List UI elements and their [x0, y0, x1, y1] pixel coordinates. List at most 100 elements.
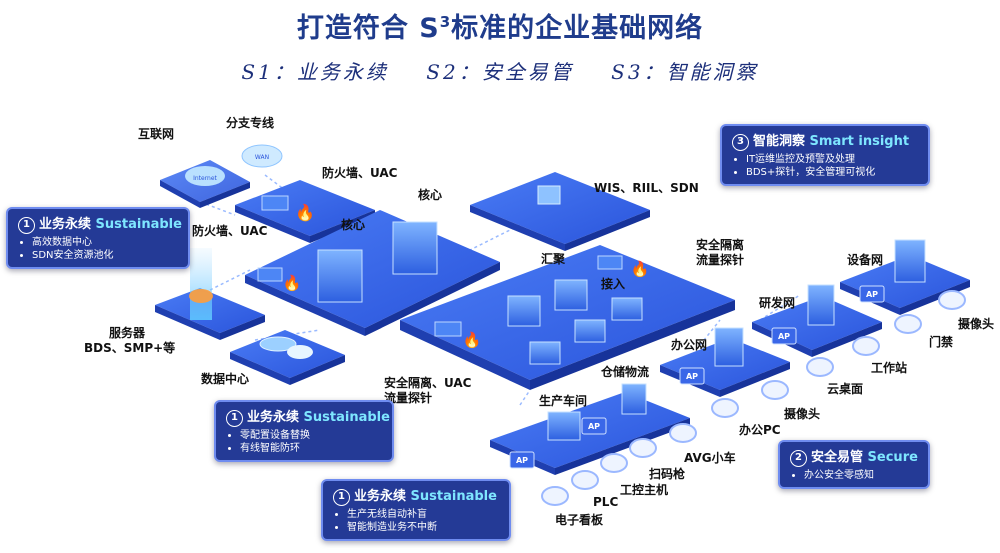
- page-title: 打造符合 S3标准的企业基础网络: [0, 6, 1000, 45]
- ap-tag: AP: [778, 332, 790, 341]
- label-datacenter: 数据中心: [201, 372, 250, 386]
- label-firewall-left: 防火墙、UAC: [192, 224, 268, 238]
- internet-tag: Internet: [193, 175, 217, 182]
- label-device-net: 设备网: [847, 253, 884, 267]
- callout-number: 1: [18, 217, 35, 234]
- management-platform: [470, 172, 650, 251]
- device-building-icon: [894, 239, 926, 283]
- management-server-icon: [537, 185, 561, 205]
- ap-markers: [509, 285, 885, 469]
- endpoint-disks: [541, 290, 966, 506]
- callout-heading: 1 业务永续 Sustainable: [226, 406, 390, 427]
- label-board: 电子看板: [555, 513, 604, 527]
- aggregation-switch-icon: [507, 295, 541, 327]
- callout-title-cn: 安全易管: [811, 450, 864, 465]
- label-core-2: 核心: [418, 188, 443, 202]
- aggregation-platform: 🔥 🔥: [400, 245, 735, 390]
- label-isolation-mid-2: 流量探针: [384, 391, 433, 405]
- server-icon: [189, 289, 213, 303]
- cloud-icon: [287, 345, 313, 359]
- label-camera-2: 摄像头: [784, 407, 821, 421]
- callout-title-cn: 业务永续: [354, 489, 407, 504]
- internet-cloud-icon: [185, 166, 225, 186]
- callout-title-en: Smart insight: [809, 134, 910, 149]
- server-beam: [190, 248, 212, 320]
- label-office-pc: 办公PC: [739, 423, 781, 437]
- label-isolation-mid-1: 安全隔离、UAC: [384, 376, 472, 390]
- fire-icon: 🔥: [463, 331, 482, 349]
- label-plc: PLC: [593, 495, 619, 509]
- callout-item: 高效数据中心: [32, 236, 178, 249]
- access-switch-icon: [574, 319, 606, 343]
- callout-item: 零配置设备替换: [240, 429, 382, 442]
- label-server-2: BDS、SMP+等: [84, 341, 176, 355]
- label-core-1: 核心: [341, 218, 366, 232]
- callout-number: 2: [790, 450, 807, 467]
- datacenter-platform: [230, 330, 345, 385]
- ap-tag: AP: [866, 290, 878, 299]
- fire-icon: 🔥: [283, 274, 302, 292]
- rnd-building-icon: [807, 284, 835, 326]
- label-warehouse: 仓储物流: [601, 365, 650, 379]
- label-workstation: 工作站: [871, 361, 908, 375]
- label-firewall-top: 防火墙、UAC: [322, 166, 398, 180]
- core-switch-icon: [317, 249, 363, 303]
- server-platform: [155, 248, 265, 340]
- callout-title-cn: 业务永续: [39, 217, 92, 232]
- label-internet: 互联网: [138, 127, 175, 141]
- aggregation-switch-icon: [554, 279, 588, 311]
- database-icon: [259, 336, 297, 352]
- title-superscript: 3: [439, 13, 452, 31]
- title-main: 打造符合 S: [296, 13, 440, 44]
- core-switch-icon: [392, 221, 438, 275]
- access-switch-icon: [611, 297, 643, 321]
- callout-number: 3: [732, 134, 749, 151]
- workshop-building-icon: [547, 411, 581, 441]
- callout-title-cn: 业务永续: [247, 410, 300, 425]
- internet-platform: [160, 160, 250, 208]
- page-subtitle: S1：业务永续 S2：安全易管 S3：智能洞察: [241, 60, 759, 84]
- label-rnd-net: 研发网: [759, 296, 796, 310]
- office-building-icon: [714, 327, 744, 367]
- label-isolation-top-1: 安全隔离: [696, 238, 745, 252]
- label-agv: AVG小车: [684, 451, 736, 465]
- callout-title-en: Sustainable: [303, 410, 390, 425]
- callout-number: 1: [226, 410, 243, 427]
- label-office-net: 办公网: [671, 338, 708, 352]
- callout-item: IT运维监控及预警及处理: [746, 153, 918, 166]
- core-platform: 🔥: [245, 210, 500, 336]
- label-isolation-top-2: 流量探针: [696, 253, 745, 267]
- label-wis: WIS、RIIL、SDN: [594, 181, 699, 195]
- label-scanner: 扫码枪: [649, 467, 686, 481]
- label-door: 门禁: [929, 335, 954, 349]
- label-branch-line: 分支专线: [226, 116, 275, 130]
- callout-title-cn: 智能洞察: [753, 134, 806, 149]
- fire-icon: 🔥: [631, 260, 650, 278]
- warehouse-building-icon: [621, 383, 647, 415]
- label-server-1: 服务器: [108, 326, 145, 340]
- label-workshop: 生产车间: [539, 394, 588, 408]
- label-ipc: 工控主机: [620, 483, 669, 497]
- title-rest: 标准的企业基础网络: [451, 13, 704, 44]
- label-camera-1: 摄像头: [958, 317, 995, 331]
- label-aggregation: 汇聚: [541, 252, 566, 266]
- ap-tag: AP: [686, 372, 698, 381]
- callout-heading: 3 智能洞察 Smart insight: [732, 130, 918, 151]
- callout-item: SDN安全资源池化: [32, 249, 178, 262]
- callout-item: 有线智能防环: [240, 442, 382, 455]
- callout-item: 办公安全零感知: [804, 469, 918, 482]
- callout-item: 智能制造业务不中断: [347, 521, 499, 534]
- label-cloud-desktop: 云桌面: [827, 382, 864, 396]
- ap-tag: AP: [588, 422, 600, 431]
- label-access: 接入: [601, 277, 626, 291]
- wan-tag: WAN: [255, 154, 269, 161]
- callout-item: 生产无线自动补盲: [347, 508, 499, 521]
- firewall-top-platform: 🔥: [235, 180, 375, 243]
